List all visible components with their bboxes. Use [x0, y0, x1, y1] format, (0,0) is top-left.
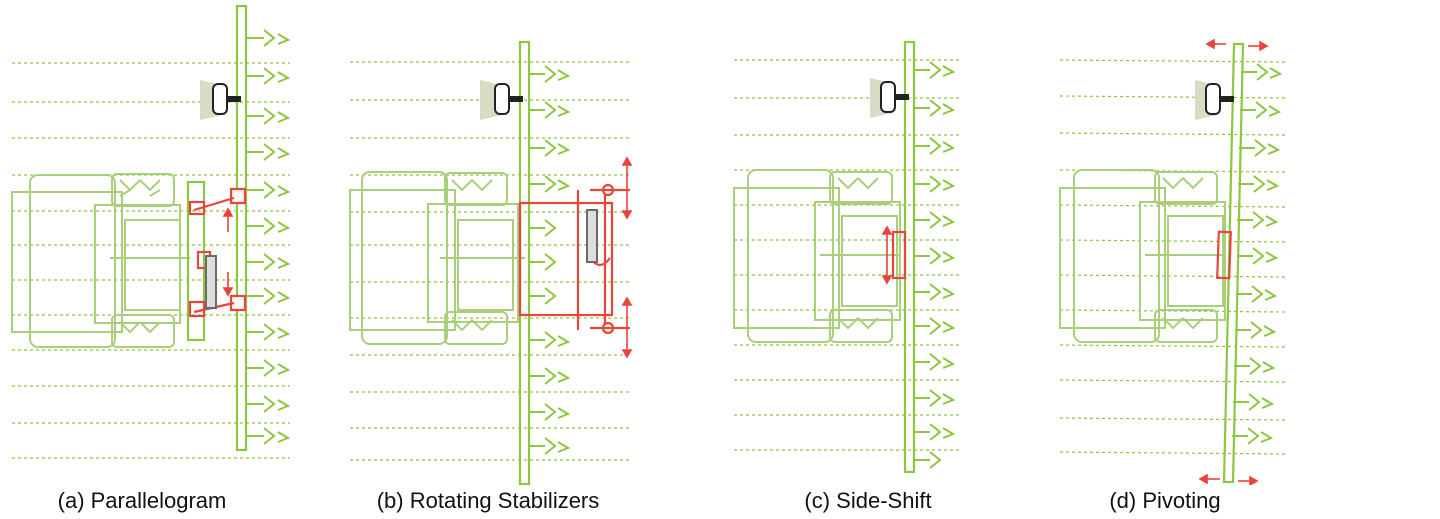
camera-icon: [870, 78, 909, 118]
panel-pivoting: (d) Pivoting: [1040, 0, 1340, 519]
panel-parallelogram: (a) Parallelogram: [0, 0, 360, 519]
crop-rows: [1059, 59, 1286, 455]
toolbar-frame: [903, 40, 916, 474]
crop-plant-icon: [1232, 63, 1283, 445]
hydraulic-cylinder: [205, 255, 217, 309]
pivoting-diagram: [1059, 38, 1286, 485]
toolbar-frame: [518, 40, 531, 486]
motion-arrow-icon: [621, 156, 633, 359]
pivot-unit: [1216, 230, 1232, 280]
camera-icon: [480, 80, 523, 120]
crop-rows: [12, 62, 290, 459]
tractor-icon: [1059, 169, 1226, 343]
toolbar-frame: [1222, 42, 1245, 484]
tractor-icon: [733, 169, 901, 343]
crop-plant-icon: [246, 29, 291, 445]
motion-arrow-icon: [881, 225, 893, 285]
panel-rotating-stabilizers: (b) Rotating Stabilizers: [340, 0, 660, 519]
crop-plant-icon: [529, 65, 571, 455]
toolbar-frame: [186, 4, 248, 452]
side-shift-unit: [891, 230, 907, 280]
motion-arrow-icon: [222, 207, 234, 297]
side-shift-diagram: [733, 40, 960, 474]
panel-side-shift: (c) Side-Shift: [720, 0, 1020, 519]
hydraulic-cylinder: [586, 209, 598, 263]
tractor-icon: [11, 173, 190, 348]
camera-icon: [1195, 80, 1234, 120]
parallelogram-diagram: [11, 4, 291, 459]
caption-rotating-stabilizers: (b) Rotating Stabilizers: [376, 488, 600, 513]
stabilizer-frame: [518, 183, 630, 335]
rotating-stabilizers-diagram: [349, 40, 633, 486]
caption-side-shift: (c) Side-Shift: [804, 488, 932, 513]
crop-plant-icon: [914, 61, 956, 469]
tractor-icon: [349, 171, 525, 345]
motion-arrow-icon: [1198, 38, 1269, 485]
caption-pivoting: (d) Pivoting: [1109, 488, 1221, 513]
caption-parallelogram: (a) Parallelogram: [57, 488, 227, 513]
camera-icon: [200, 80, 241, 120]
